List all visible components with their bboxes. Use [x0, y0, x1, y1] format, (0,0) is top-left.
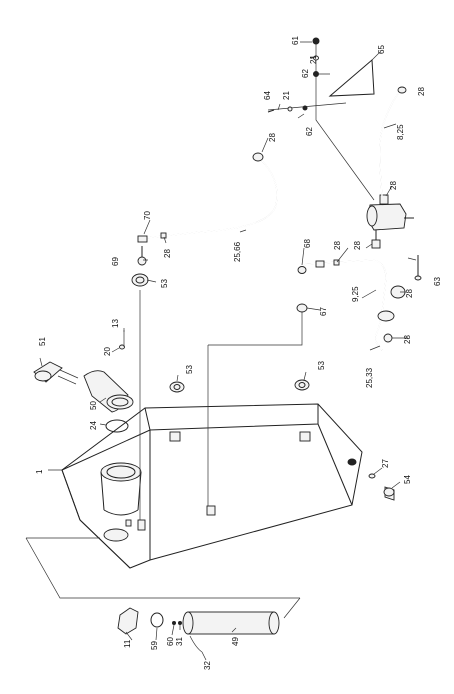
callout-49: 49	[231, 637, 240, 646]
callout-53: 53	[185, 365, 194, 374]
callout-53: 53	[317, 361, 326, 370]
bracket-65	[267, 37, 375, 201]
callout-53: 53	[160, 279, 169, 288]
callout-60: 60	[166, 637, 175, 646]
filler-hose-50	[83, 370, 134, 413]
callout-25-33: 25,33	[365, 367, 374, 388]
callout-13: 13	[111, 319, 120, 328]
callout-28: 28	[403, 335, 412, 344]
callout-27: 27	[381, 459, 390, 468]
callout-69: 69	[111, 257, 120, 266]
callout-28: 28	[417, 87, 426, 96]
leader-lines	[39, 41, 417, 661]
callout-32: 32	[203, 661, 212, 670]
gasket-24	[105, 419, 129, 433]
callout-50: 50	[89, 401, 98, 410]
callout-1: 1	[35, 469, 44, 474]
callout-20: 20	[103, 347, 112, 356]
callout-68: 68	[303, 239, 312, 248]
callout-28: 28	[353, 241, 362, 250]
callout-21: 21	[282, 91, 291, 100]
reference-lines	[25, 290, 303, 619]
clamp-20	[119, 344, 125, 350]
drain-plug-54	[368, 473, 395, 501]
callout-31: 31	[175, 637, 184, 646]
fuel-tank	[61, 403, 363, 569]
hose-8-25	[378, 86, 407, 197]
callout-labels: 61 21 65 62 64 21 62 28 8,25 28 28 70 28…	[35, 36, 442, 670]
callout-25-66: 25,66	[233, 241, 242, 262]
callout-62: 62	[305, 127, 314, 136]
callout-54: 54	[403, 475, 412, 484]
callout-51: 51	[38, 337, 47, 346]
callout-24: 24	[89, 421, 98, 430]
callout-28: 28	[268, 133, 277, 142]
callout-28: 28	[163, 249, 172, 258]
callout-11: 11	[123, 639, 132, 648]
fuel-pump-assembly	[366, 194, 414, 249]
callout-21: 21	[309, 55, 318, 64]
callout-70: 70	[143, 211, 152, 220]
hose-25-66	[137, 152, 278, 266]
callout-67: 67	[319, 307, 328, 316]
callout-65: 65	[377, 45, 386, 54]
callout-28: 28	[405, 289, 414, 298]
callout-59: 59	[150, 641, 159, 650]
callout-63: 63	[433, 277, 442, 286]
callout-28: 28	[333, 241, 342, 250]
callout-8-25: 8,25	[396, 124, 405, 140]
grommets-53	[131, 273, 310, 393]
fuel-sender-unit	[117, 607, 280, 653]
callout-64: 64	[263, 91, 272, 100]
callout-9-25: 9,25	[351, 286, 360, 302]
callout-28: 28	[389, 181, 398, 190]
callout-62: 62	[301, 69, 310, 78]
hose-9-25	[296, 259, 406, 351]
callout-61: 61	[291, 36, 300, 45]
filler-cap-51	[33, 361, 79, 385]
